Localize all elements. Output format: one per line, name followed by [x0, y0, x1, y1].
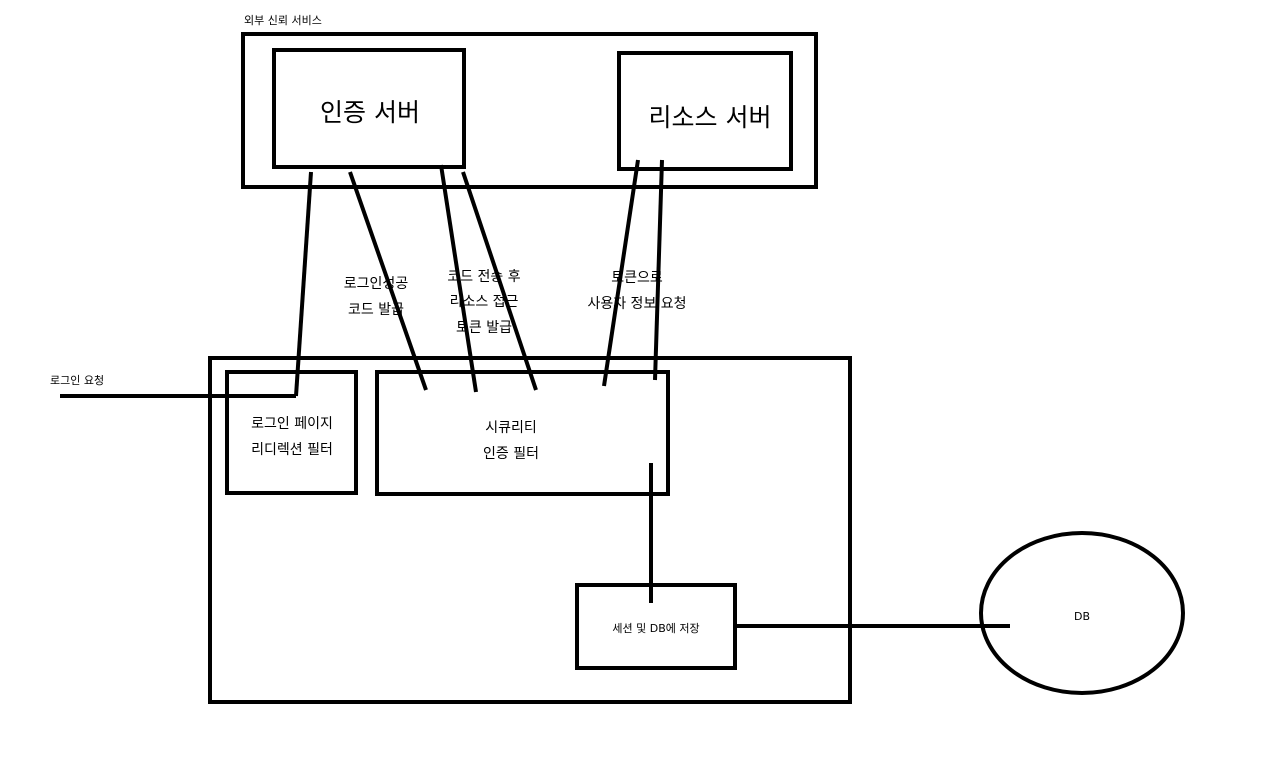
auth-server-label: 인증 서버: [320, 98, 420, 127]
login-redirect-filter-label: 리디렉션 필터: [251, 442, 333, 458]
code-to-token-label: 리소스 접근: [450, 294, 519, 310]
security-auth-filter-box: [375, 370, 670, 496]
token-user-info-edge-a: [602, 159, 640, 387]
security-auth-filter-label: 시큐리티: [485, 420, 537, 436]
database-ellipse: [979, 531, 1185, 695]
resource-server-box: [617, 51, 793, 171]
login-success-label: 로그인성공: [344, 276, 409, 292]
resource-server-label: 리소스 서버: [649, 103, 772, 132]
login-redirect-filter-box: [225, 370, 358, 495]
login-redirect-filter-label: 로그인 페이지: [251, 416, 333, 432]
external-services-label: 외부 신뢰 서비스: [244, 14, 322, 27]
code-to-token-edge-a: [439, 164, 478, 393]
login-request-label: 로그인 요청: [50, 374, 104, 387]
login-request-edge-up: [294, 171, 313, 397]
auth-server-box: [272, 48, 466, 169]
code-to-token-label: 코드 전송 후: [447, 269, 520, 285]
login-success-edge: [348, 171, 428, 391]
token-user-info-label: 토큰으로: [611, 270, 663, 286]
session-db-store-box: [575, 583, 737, 670]
token-user-info-edge-b: [653, 159, 664, 381]
token-user-info-label: 사용자 정보 요청: [587, 296, 686, 312]
security-auth-filter-label: 인증 필터: [483, 446, 539, 462]
code-to-token-edge-b: [461, 171, 538, 391]
session-db-store-label: 세션 및 DB에 저장: [612, 622, 699, 635]
database-label: DB: [1074, 610, 1090, 623]
login-success-label: 코드 발급: [348, 302, 404, 318]
code-to-token-label: 토큰 발급: [456, 320, 512, 336]
